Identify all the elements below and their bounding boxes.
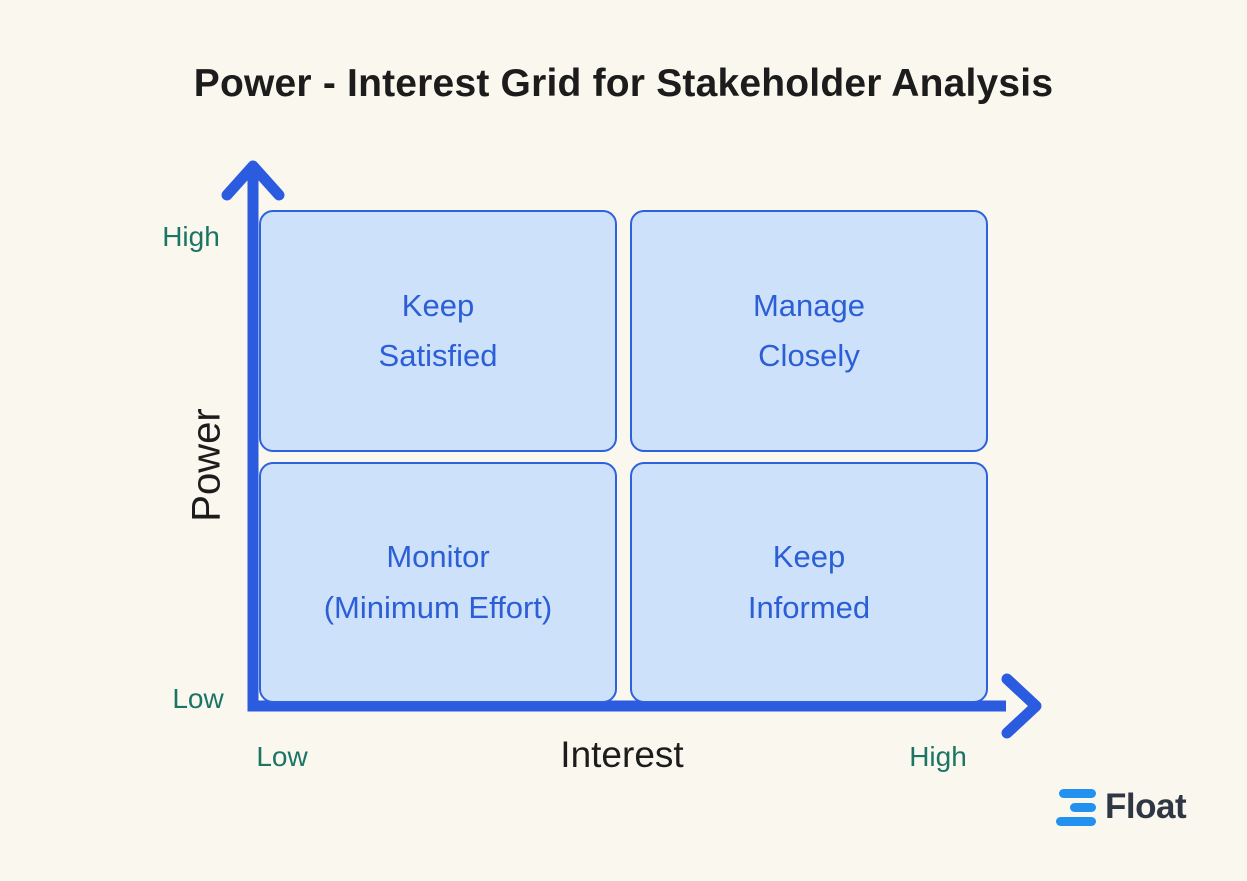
float-logo-bar — [1056, 816, 1096, 826]
quadrant-manage-closely: Manage Closely — [630, 210, 988, 452]
quadrant-label-line: Keep — [772, 539, 846, 575]
quadrant-label-line: Closely — [758, 338, 860, 373]
x-axis-title: Interest — [560, 734, 684, 775]
quadrant-label-line: Manage — [752, 287, 866, 323]
y-axis-high-tick: High — [162, 221, 220, 252]
quadrant-keep-informed: Keep Informed — [630, 462, 988, 703]
quadrant-label-line: Monitor — [386, 539, 490, 575]
y-axis-low-tick: Low — [172, 683, 224, 714]
quadrant-label-line: Informed — [747, 589, 871, 625]
x-axis-high-tick: High — [909, 741, 967, 772]
x-axis-low-tick: Low — [256, 741, 308, 772]
x-axis-arrowhead — [1001, 673, 1042, 739]
y-axis-title: Power — [184, 408, 229, 522]
y-axis-arrowhead — [221, 160, 285, 201]
quadrant-label-line: Satisfied — [378, 338, 498, 373]
float-logo-bar — [1070, 802, 1096, 812]
quadrant-keep-satisfied: Keep Satisfied — [259, 210, 617, 452]
float-logo-icon — [1056, 788, 1096, 826]
quadrant-label-line: Keep — [401, 287, 475, 323]
quadrant-monitor-minimum-effort: Monitor (Minimum Effort) — [259, 462, 617, 703]
float-logo-bar — [1059, 788, 1096, 798]
quadrant-label-line: (Minimum Effort) — [323, 589, 553, 625]
float-logo-wordmark: Float — [1105, 787, 1187, 826]
diagram-title: Power - Interest Grid for Stakeholder An… — [193, 62, 1054, 105]
float-logo: Float — [1056, 787, 1187, 827]
